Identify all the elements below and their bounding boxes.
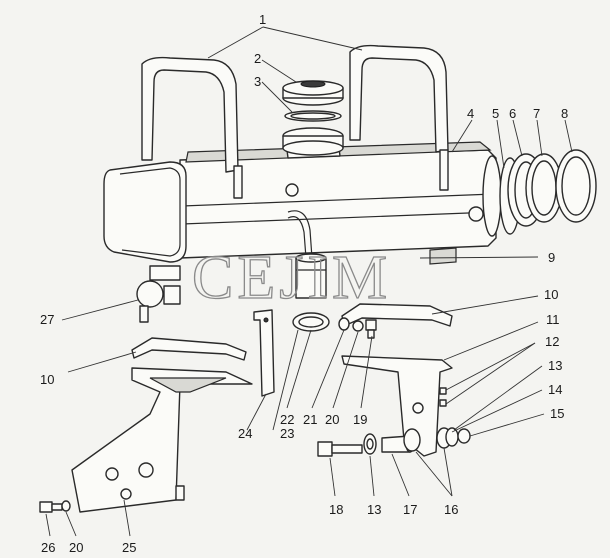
callout-9: 9 (548, 250, 555, 265)
watermark-text: CEJIM (192, 244, 391, 312)
bolt-26 (39, 501, 63, 513)
callout-8: 8 (561, 106, 568, 121)
callout-2: 2 (254, 51, 261, 66)
callout-20-left: 20 (69, 540, 83, 555)
callout-23: 23 (280, 426, 294, 441)
fuel-pipe (287, 210, 327, 299)
washer-20-left (61, 500, 71, 512)
mounting-plate-upper (341, 303, 453, 327)
callout-15: 15 (550, 406, 564, 421)
callout-labels: 1 2 3 4 5 6 7 8 9 10 11 12 13 14 15 16 1… (40, 12, 568, 555)
callout-10-right: 10 (544, 287, 558, 302)
callout-16: 16 (444, 502, 458, 517)
callout-22: 22 (280, 412, 294, 427)
washer-20 (352, 320, 364, 332)
bolt-18 (317, 441, 363, 457)
callout-12: 12 (545, 334, 559, 349)
callout-7: 7 (533, 106, 540, 121)
washer-13 (363, 433, 377, 455)
drain-port-icon (285, 183, 299, 197)
cap-gasket (284, 110, 342, 122)
callout-17: 17 (403, 502, 417, 517)
drain-tap (136, 265, 181, 323)
washer-14 (445, 427, 459, 447)
support-bracket-left (71, 367, 253, 513)
callout-11: 11 (546, 312, 560, 327)
support-bracket-right (341, 355, 453, 457)
callout-13-right: 13 (548, 358, 562, 373)
callout-27: 27 (40, 312, 54, 327)
filter-clamp (292, 312, 330, 332)
callout-6: 6 (509, 106, 516, 121)
callout-4: 4 (467, 106, 474, 121)
callout-26: 26 (41, 540, 55, 555)
callout-13-bottom: 13 (367, 502, 381, 517)
callout-24: 24 (238, 426, 252, 441)
callout-19: 19 (353, 412, 367, 427)
callout-5: 5 (492, 106, 499, 121)
filler-neck (282, 127, 344, 156)
leader-lines (45, 26, 573, 537)
filler-cap (282, 80, 344, 106)
callout-18: 18 (329, 502, 343, 517)
seal-ring-7 (525, 153, 563, 223)
callout-1: 1 (259, 12, 266, 27)
callout-10-left: 10 (40, 372, 54, 387)
bolts-12 (439, 387, 447, 407)
callout-3: 3 (254, 74, 261, 89)
tank-strap-left (141, 56, 243, 199)
callout-25: 25 (122, 540, 136, 555)
bolt-19 (365, 319, 377, 339)
mounting-plate-left (131, 337, 247, 361)
callout-20-mid: 20 (325, 412, 339, 427)
nut-21 (338, 317, 350, 331)
filter-support-bracket (253, 309, 275, 397)
tank-strap-right (349, 44, 449, 191)
callout-14: 14 (548, 382, 562, 397)
nut-15 (457, 428, 471, 444)
callout-21: 21 (303, 412, 317, 427)
clamp-ring-8 (555, 149, 597, 223)
